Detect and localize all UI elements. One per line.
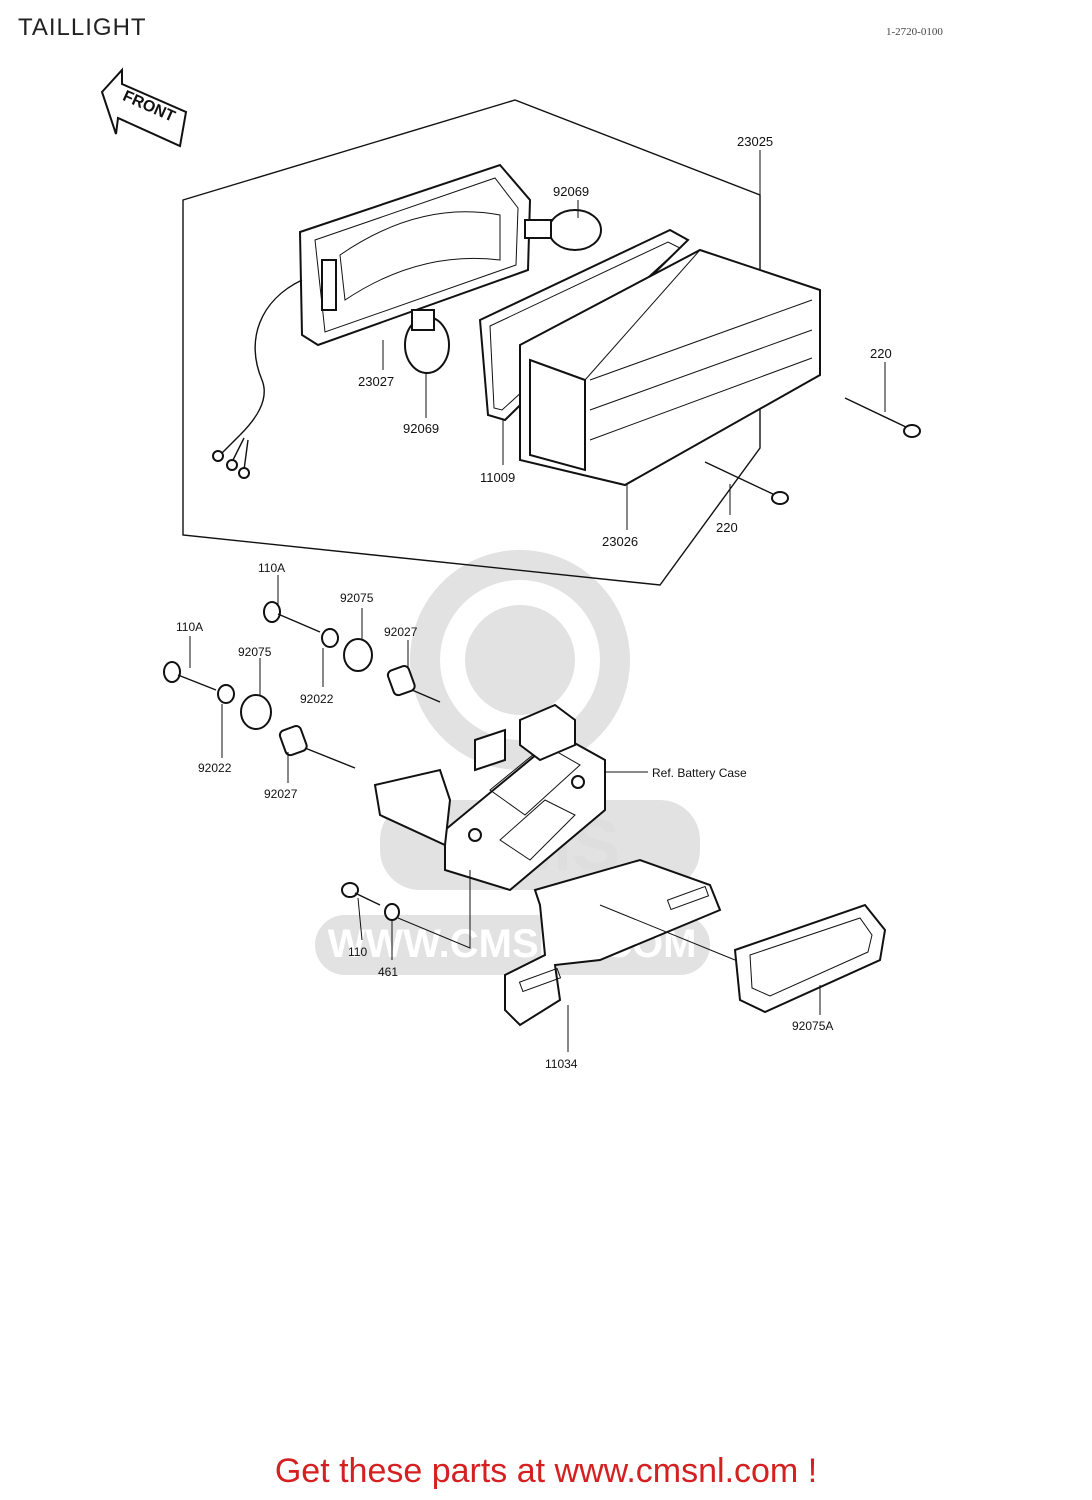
label-ref-battery-case: Ref. Battery Case <box>652 766 747 780</box>
bolt-110A-left <box>163 661 217 691</box>
page-title: TAILLIGHT <box>18 14 147 41</box>
label-461: 461 <box>378 965 398 979</box>
bolt-110A-top <box>263 601 321 633</box>
lens-reflector <box>529 358 586 472</box>
nut-461 <box>384 903 400 921</box>
screw-110 <box>341 882 381 906</box>
label-92022-top: 92022 <box>300 692 334 706</box>
bulb-housing-23027 <box>298 163 532 347</box>
label-92069-bottom: 92069 <box>403 421 439 436</box>
battery-case-bracket <box>373 703 606 892</box>
label-220-bottom: 220 <box>716 520 738 535</box>
screw-220-bottom <box>704 461 789 505</box>
diagram-ref-code: 1-2720-0100 <box>886 26 943 38</box>
label-220-right: 220 <box>870 346 892 361</box>
license-bracket-11034 <box>504 858 722 1027</box>
taillight-assembly-outline <box>182 99 761 586</box>
grommet-92075-left <box>240 694 272 730</box>
label-23027: 23027 <box>358 374 394 389</box>
housing-terminal <box>321 259 337 311</box>
label-92075-left: 92075 <box>238 645 272 659</box>
bulb-92069-bottom <box>404 309 450 374</box>
collar-92027-left <box>278 725 308 757</box>
footer-cta[interactable]: Get these parts at www.cmsnl.com ! <box>274 1452 818 1490</box>
label-110: 110 <box>348 945 367 959</box>
label-11034: 11034 <box>545 1057 578 1071</box>
washer-92022-left <box>217 684 235 704</box>
grommet-92075-top <box>343 638 373 672</box>
label-110A-left: 110A <box>176 620 203 634</box>
label-92022-left: 92022 <box>198 761 232 775</box>
label-92027-top: 92027 <box>384 625 418 639</box>
label-110A-top: 110A <box>258 561 285 575</box>
tail-lens-23026 <box>519 248 821 487</box>
label-23026: 23026 <box>602 534 638 549</box>
collar-92027-top <box>386 665 416 697</box>
screw-220-right <box>844 397 921 438</box>
label-92027-left: 92027 <box>264 787 298 801</box>
label-11009: 11009 <box>480 470 515 485</box>
label-92075A: 92075A <box>792 1019 833 1033</box>
front-arrow: FRONT <box>100 67 188 148</box>
wiring-harness <box>212 279 303 479</box>
label-92075-top: 92075 <box>340 591 374 605</box>
bulb-92069-top <box>524 209 602 251</box>
label-92069-top: 92069 <box>553 184 589 199</box>
label-23025: 23025 <box>737 134 773 149</box>
license-lens-92075A <box>733 903 887 1014</box>
washer-92022-top <box>321 628 339 648</box>
